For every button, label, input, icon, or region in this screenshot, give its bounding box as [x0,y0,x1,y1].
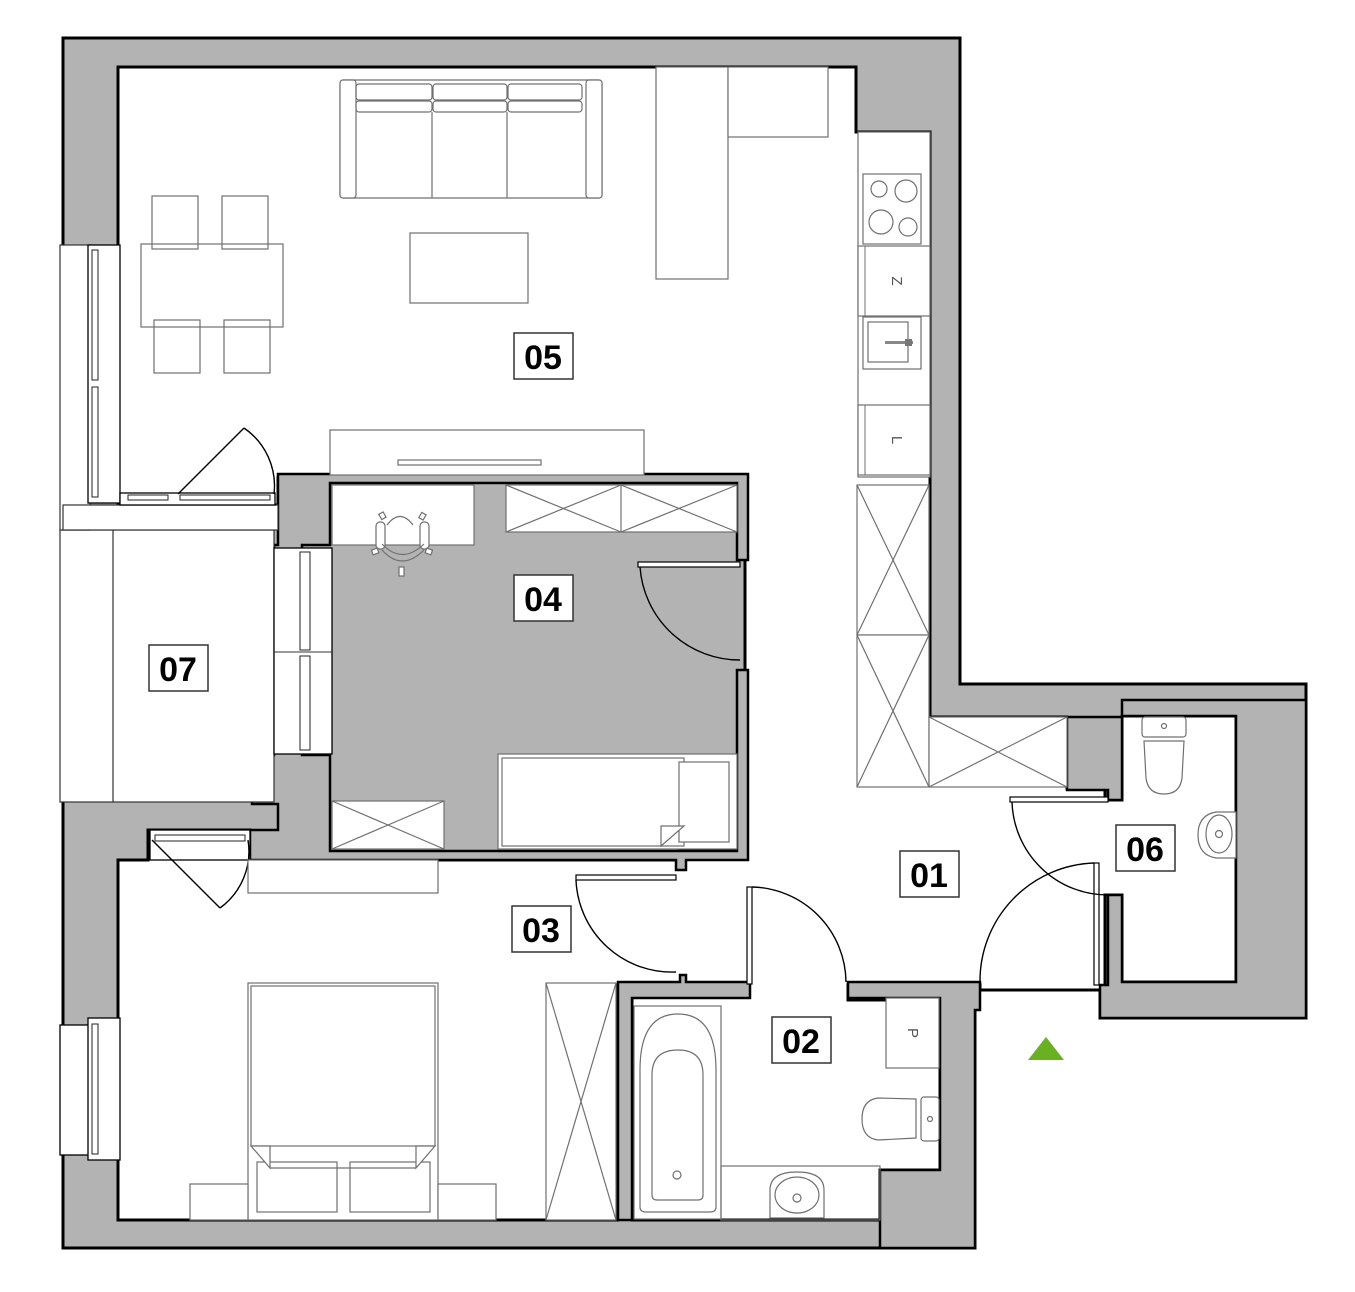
living-room-furniture [140,66,829,476]
wc-toilet [1141,716,1187,795]
svg-text:03: 03 [522,912,560,950]
room-label-06[interactable]: 06 [1115,824,1176,872]
room-label-01[interactable]: 01 [899,850,960,898]
room04-furniture [331,484,738,850]
wc06-fixtures [1141,716,1237,859]
single-bed [497,753,738,850]
door-bathroom02[interactable] [746,886,847,985]
window-bedroom-west [59,1017,121,1161]
desk [331,484,475,546]
room-labels: 05 04 07 03 01 06 02 [148,332,1176,1064]
double-bed [247,982,439,1221]
window-room04-west [273,547,333,755]
entrance-triangle-icon [1028,1037,1064,1060]
nightstand-right [437,1183,497,1221]
bedroom03-furniture [189,859,617,1221]
nightstand-left [189,1183,249,1221]
room-label-05[interactable]: 05 [513,332,574,380]
window-living-west [87,244,121,504]
dining-set [140,195,284,374]
bathtub [633,1005,722,1220]
kitchen-island [655,66,729,280]
bathroom02-fixtures: P [633,997,940,1221]
hall-wardrobes [856,484,1068,788]
cooktop [862,173,922,245]
bathroom-basin [769,1171,825,1219]
svg-text:02: 02 [782,1023,820,1061]
windows [59,244,333,1161]
room-label-04[interactable]: 04 [513,574,574,622]
kitchen-run: Z L [857,131,931,478]
kitchen-counter-top [727,66,829,138]
doors [151,427,1109,986]
svg-text:07: 07 [159,651,197,689]
dishwasher-letter: Z [888,276,905,285]
tv-stand [329,429,645,476]
sofa [339,79,603,199]
room-label-02[interactable]: 02 [771,1016,832,1064]
room-label-07[interactable]: 07 [148,644,209,692]
fridge-letter: L [888,436,905,444]
coffee-table [409,232,529,304]
door-bedroom03[interactable] [575,874,677,973]
door-wc06[interactable] [1009,796,1109,896]
door-bedroom-balcony[interactable] [151,839,250,909]
door-entrance[interactable] [979,862,1100,986]
washing-machine: P [885,997,940,1069]
fridge: L [857,404,931,476]
window-living-south [119,492,276,506]
kitchen-sink [862,316,922,370]
door-room04[interactable] [637,561,741,661]
washer-letter: P [904,1028,921,1038]
svg-text:06: 06 [1126,831,1164,869]
wc-basin [1197,811,1237,859]
bathroom-toilet [861,1096,940,1142]
room-label-03[interactable]: 03 [511,905,572,953]
svg-text:01: 01 [910,857,948,895]
door-living-balcony[interactable] [177,427,276,495]
dresser [247,859,439,894]
office-chair [370,511,434,577]
dishwasher: Z [857,245,931,317]
svg-text:05: 05 [524,339,562,377]
interior-walls [248,472,1308,1250]
svg-text:04: 04 [524,581,562,619]
window-bedroom-north [149,829,251,861]
